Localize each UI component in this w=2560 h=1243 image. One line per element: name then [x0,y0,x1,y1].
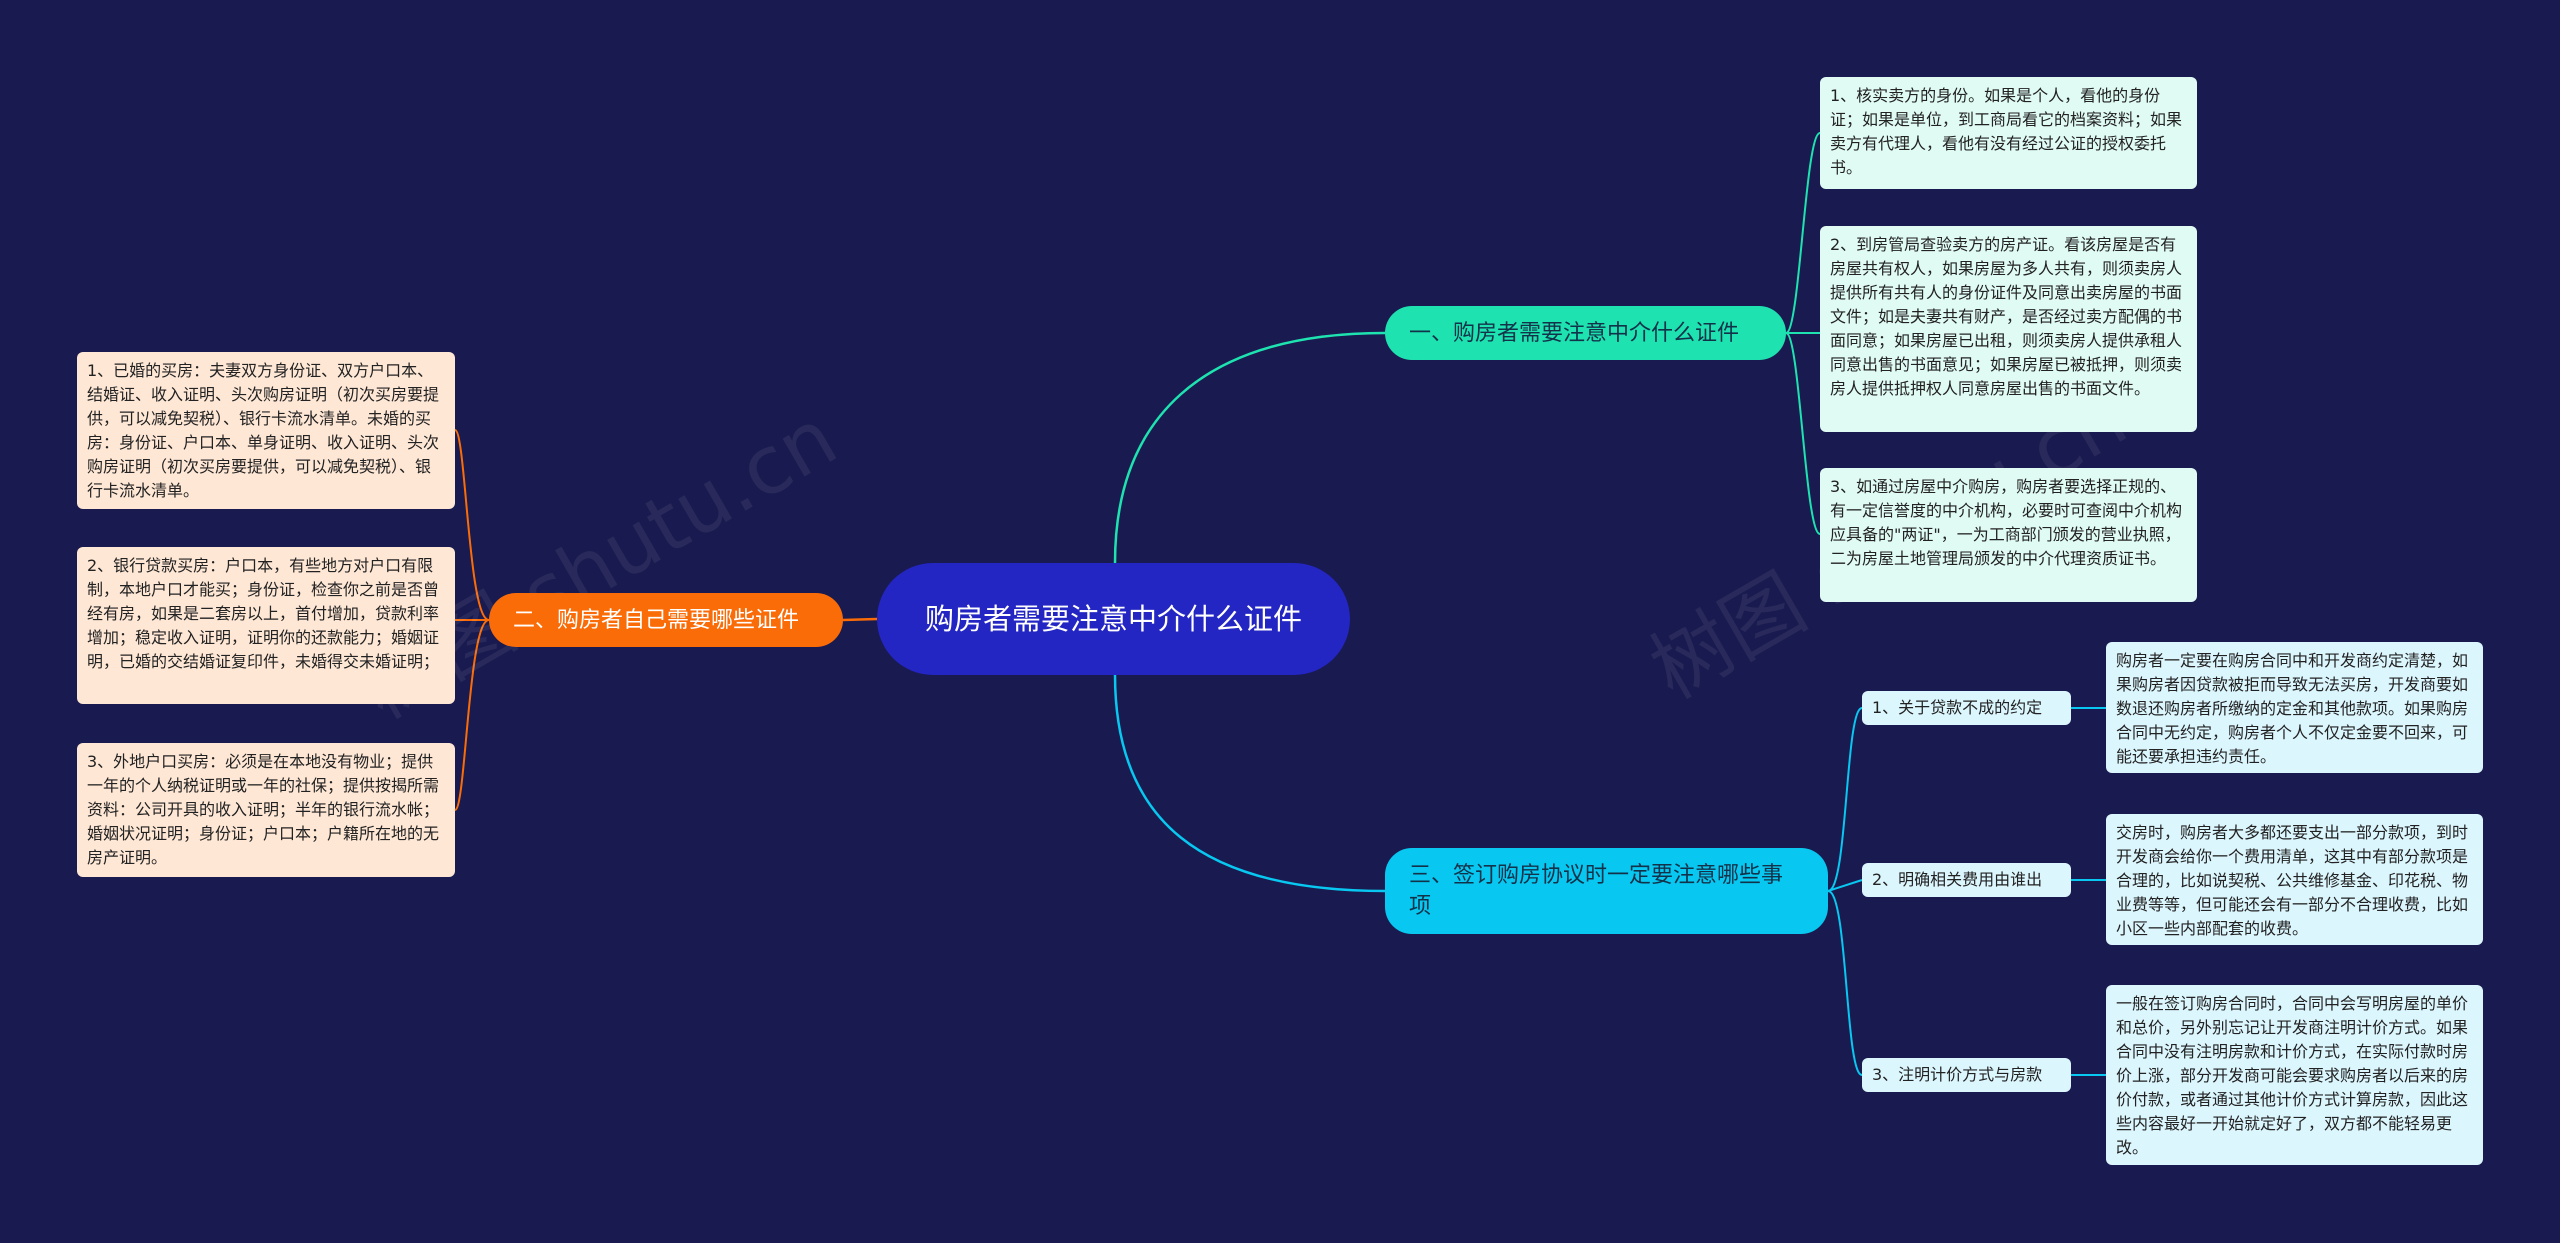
leaf-bank-loan-buyers[interactable]: 2、银行贷款买房：户口本，有些地方对户口有限制，本地户口才能买；身份证，检查你之… [77,547,455,704]
sub-pricing-method[interactable]: 3、注明计价方式与房款 [1862,1058,2071,1092]
branch-contract-precautions[interactable]: 三、签订购房协议时一定要注意哪些事项 [1385,848,1828,934]
link-b3-sub1 [1827,707,1863,892]
leaf-choose-reputable-agency[interactable]: 3、如通过房屋中介购房，购房者要选择正规的、有一定信誉度的中介机构，必要时可查阅… [1820,468,2197,602]
link-b3-sub2 [1827,879,1863,892]
link-b2-leaf3 [454,619,490,811]
leaf-nonlocal-buyers[interactable]: 3、外地户口买房：必须是在本地没有物业；提供一年的个人纳税证明或一年的社保；提供… [77,743,455,877]
branch-label: 一、购房者需要注意中介什么证件 [1409,320,1740,346]
branch-label: 三、签订购房协议时一定要注意哪些事项 [1409,863,1784,919]
detail-fee-responsibility[interactable]: 交房时，购房者大多都还要支出一部分款项，到时开发商会给你一个费用清单，这其中有部… [2106,814,2483,945]
leaf-check-property-certificate[interactable]: 2、到房管局查验卖方的房产证。看该房屋是否有房屋共有权人，如果房屋为多人共有，则… [1820,226,2197,432]
detail-pricing-method[interactable]: 一般在签订购房合同时，合同中会写明房屋的单价和总价，另外别忘记让开发商注明计价方… [2106,985,2483,1165]
link-b1-leaf1 [1785,132,1821,334]
link-root-branch3 [1113,674,1386,893]
root-topic[interactable]: 购房者需要注意中介什么证件 [877,563,1350,675]
branch-agent-documents[interactable]: 一、购房者需要注意中介什么证件 [1385,306,1786,360]
sub-fee-responsibility[interactable]: 2、明确相关费用由谁出 [1862,863,2071,897]
leaf-married-single-buyers[interactable]: 1、已婚的买房：夫妻双方身份证、双方户口本、结婚证、收入证明、头次购房证明（初次… [77,352,455,509]
root-title: 购房者需要注意中介什么证件 [924,602,1302,636]
branch-buyer-documents[interactable]: 二、购房者自己需要哪些证件 [489,593,843,647]
branch-label: 二、购房者自己需要哪些证件 [513,607,800,633]
link-b3-sub3 [1827,890,1863,1076]
link-root-branch1 [1113,331,1386,564]
leaf-verify-seller-identity[interactable]: 1、核实卖方的身份。如果是个人，看他的身份证；如果是单位，到工商局看它的档案资料… [1820,77,2197,189]
link-b2-leaf1 [454,429,490,621]
link-root-branch2 [842,617,878,622]
link-b1-leaf3 [1785,332,1821,535]
sub-loan-failure-agreement[interactable]: 1、关于贷款不成的约定 [1862,691,2071,725]
detail-loan-failure-agreement[interactable]: 购房者一定要在购房合同中和开发商约定清楚，如果购房者因贷款被拒而导致无法买房，开… [2106,642,2483,773]
